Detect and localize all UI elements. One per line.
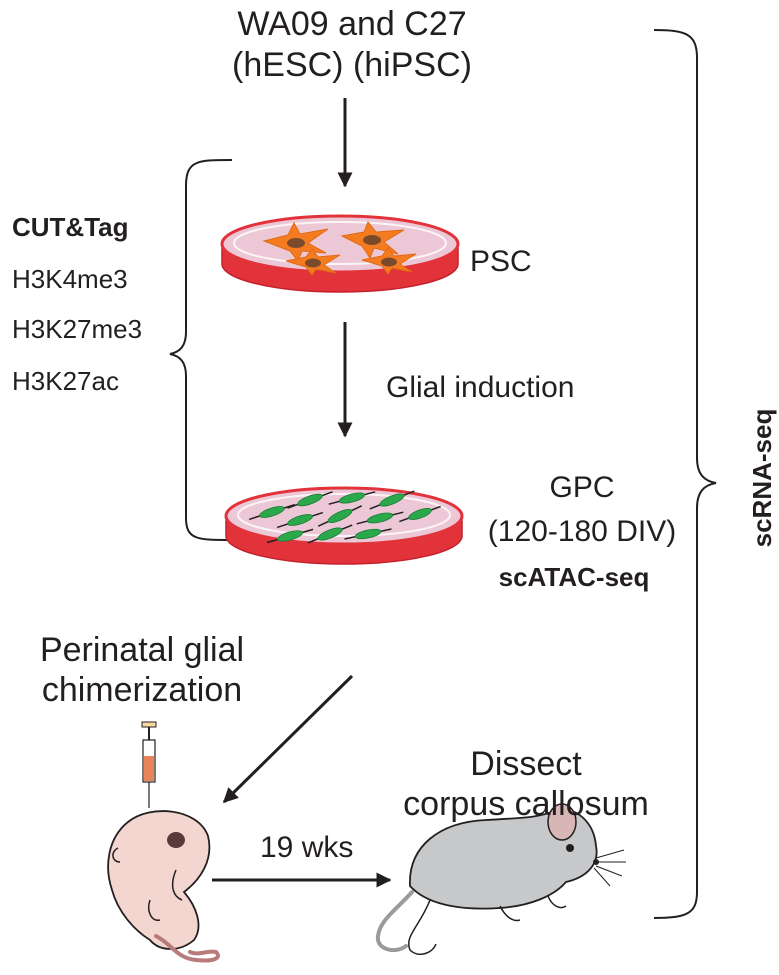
scrna-brace xyxy=(653,29,717,919)
scrna-seq-label: scRNA-seq xyxy=(747,408,777,548)
syringe-icon xyxy=(141,721,157,808)
duration-label: 19 wks xyxy=(260,831,354,864)
dissect-line-1: Dissect xyxy=(470,745,582,783)
histone-mark: H3K27ac xyxy=(12,366,119,396)
source-line-1: WA09 and C27 xyxy=(237,5,467,43)
cut-tag-title: CUT&Tag xyxy=(12,212,129,242)
psc-label: PSC xyxy=(470,245,532,278)
gpc-cell xyxy=(369,490,415,510)
source-line-2: (hESC) (hiPSC) xyxy=(232,46,472,84)
arrow-to-pup xyxy=(222,674,354,804)
chimerization-line-1: Perinatal glial xyxy=(39,631,245,669)
dissect-line-2: corpus callosum xyxy=(403,785,649,823)
gpc-cell xyxy=(344,528,392,540)
cut-tag-brace xyxy=(169,159,233,541)
histone-mark: H3K27me3 xyxy=(12,314,143,344)
gpc-dish xyxy=(224,486,464,565)
chimerization-line-2: chimerization xyxy=(41,671,243,709)
psc-cell xyxy=(361,247,417,275)
gpc-cell xyxy=(399,505,441,523)
psc-cell xyxy=(285,248,341,276)
gpc-cell xyxy=(356,511,404,525)
gpc-cell xyxy=(276,511,324,529)
gpc-cell xyxy=(328,491,376,505)
gpc-label: GPC xyxy=(549,471,615,504)
gpc-cell xyxy=(248,503,296,521)
gpc-cell xyxy=(266,528,314,544)
gpc-div-label: (120-180 DIV) xyxy=(487,515,677,548)
gpc-cell xyxy=(287,491,333,509)
histone-mark: H3K4me3 xyxy=(12,264,128,294)
scatac-seq-label: scATAC-seq xyxy=(498,562,650,592)
newborn-pup-icon xyxy=(107,810,220,963)
adult-mouse-icon xyxy=(375,803,626,955)
glial-induction-label: Glial induction xyxy=(386,371,575,404)
gpc-cell xyxy=(317,505,363,527)
psc-dish xyxy=(220,214,460,293)
gpc-cell xyxy=(307,524,353,544)
